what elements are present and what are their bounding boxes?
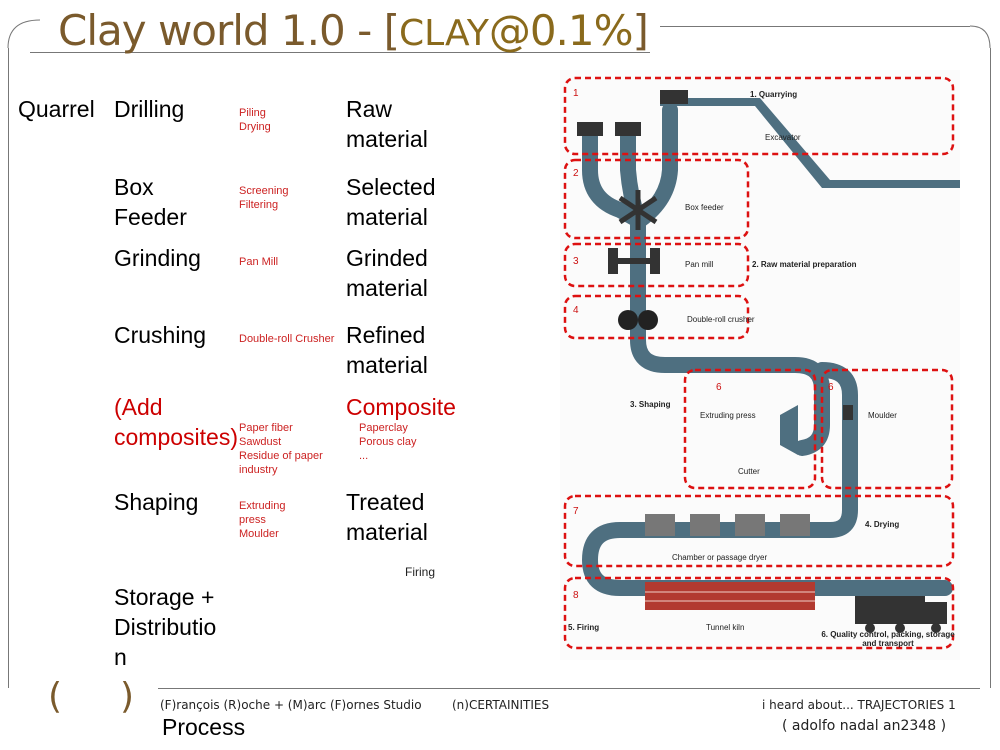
note-drying: Drying (239, 121, 271, 133)
box-num-1: 1 (573, 88, 579, 99)
step-box-feeder: Box Feeder (114, 174, 187, 230)
note-extruding: Extruding (239, 500, 286, 512)
excavator-buckets (577, 90, 688, 136)
label-crusher: Double-roll crusher (687, 315, 755, 324)
frame-right-line (990, 48, 991, 688)
quarrel-label: Quarrel (18, 96, 95, 122)
frame-bottom-line (158, 688, 980, 689)
note-paperclay: Paperclay (359, 422, 408, 434)
page-title: Clay world 1.0 - [CLAY@0.1%] (58, 6, 649, 55)
note-ellipsis: ... (359, 450, 369, 462)
frame-title-underline (30, 52, 650, 53)
step-drilling: Drilling (114, 96, 185, 122)
label-quality-control-wrap: 6. Quality control, packing, storage and… (821, 630, 955, 648)
box-num-6a: 6 (716, 382, 722, 393)
step-shaping: Shaping (114, 489, 199, 515)
label-drying: 4. Drying (865, 520, 899, 529)
note-filtering: Filtering (239, 199, 279, 211)
dryer-stacks (645, 514, 810, 536)
title-main: Clay world 1.0 - (58, 6, 384, 55)
label-cutter: Cutter (738, 467, 760, 476)
result-grinded-material: Grinded material (346, 245, 428, 301)
footer-paren-open: ( (48, 676, 63, 717)
title-bracket-close: ] (632, 6, 649, 55)
crusher-icon (618, 310, 658, 330)
box-feeder-icon (618, 190, 658, 230)
result-treated-material: Treated material (346, 489, 428, 545)
note-pan-mill: Pan Mill (239, 256, 279, 268)
frame-left-line (8, 48, 9, 688)
label-excavator: Excavator (765, 133, 801, 142)
note-piling: Piling (239, 107, 266, 119)
frame-top-line (660, 26, 970, 27)
box-num-2: 2 (573, 168, 579, 179)
note-residue: Residue of paper (239, 450, 323, 462)
footer-uncertainties: (n)CERTAINITIES (452, 698, 550, 712)
label-firing: 5. Firing (568, 623, 599, 632)
result-refined-material: Refined material (346, 322, 428, 378)
step-storage-distribution: Storage + Distributio n (114, 584, 217, 670)
label-quarrying: 1. Quarrying (750, 90, 797, 99)
note-press: press (239, 514, 266, 526)
label-shaping: 3. Shaping (630, 400, 671, 409)
quarry-slope (660, 98, 960, 188)
note-screening: Screening (239, 185, 289, 197)
note-double-roll-crusher: Double-roll Crusher (239, 333, 335, 345)
footer-author: ( adolfo nadal an2348 ) (782, 718, 947, 734)
label-dryer: Chamber or passage dryer (672, 553, 767, 562)
result-selected-material: Selected material (346, 174, 436, 230)
box-num-6b: 6 (828, 382, 834, 393)
tunnel-kiln-icon (645, 582, 815, 610)
firing-label: Firing (405, 565, 436, 579)
box-num-4: 4 (573, 305, 579, 316)
label-tunnel-kiln: Tunnel kiln (706, 623, 744, 632)
title-bracket-open: [ (383, 6, 400, 55)
step-add-composites: (Add composites) (114, 394, 238, 450)
note-porous-clay: Porous clay (359, 436, 417, 448)
result-composite: Composite (346, 394, 456, 420)
footer-process-label: Process (162, 714, 246, 740)
footer-paren-close: ) (120, 676, 135, 717)
label-extruding-press: Extruding press (700, 411, 756, 420)
pan-mill-icon (608, 248, 660, 274)
truck-icon (855, 596, 947, 633)
note-industry: industry (239, 464, 278, 476)
label-box-feeder: Box feeder (685, 203, 724, 212)
step-grinding: Grinding (114, 245, 201, 271)
box-num-3: 3 (573, 256, 579, 267)
label-raw-prep: 2. Raw material preparation (752, 260, 857, 269)
label-moulder: Moulder (868, 411, 897, 420)
note-paper-fiber: Paper fiber (239, 422, 293, 434)
clay-process-diagram: 1 2 3 4 6 6 7 8 1. Quarrying Excavator B… (560, 70, 960, 660)
title-tag-pct: @0.1% (488, 6, 634, 55)
moulder-icon (843, 405, 853, 420)
result-raw-material: Raw material (346, 96, 428, 152)
footer-credits: (F)rançois (R)oche + (M)arc (F)ornes Stu… (160, 698, 422, 712)
dashed-outlines (563, 76, 955, 650)
footer-trajectories: i heard about... TRAJECTORIES 1 (762, 698, 956, 712)
title-tag-clay: CLAY (398, 13, 489, 54)
label-quality-control: 6. Quality control, packing, storage and… (821, 630, 955, 648)
box-num-8: 8 (573, 590, 579, 601)
step-crushing: Crushing (114, 322, 207, 348)
extruder-icon (780, 405, 798, 455)
note-sawdust: Sawdust (239, 436, 282, 448)
box-num-7: 7 (573, 506, 579, 517)
kiln-grid (645, 591, 815, 602)
label-pan-mill: Pan mill (685, 260, 714, 269)
note-moulder: Moulder (239, 528, 279, 540)
